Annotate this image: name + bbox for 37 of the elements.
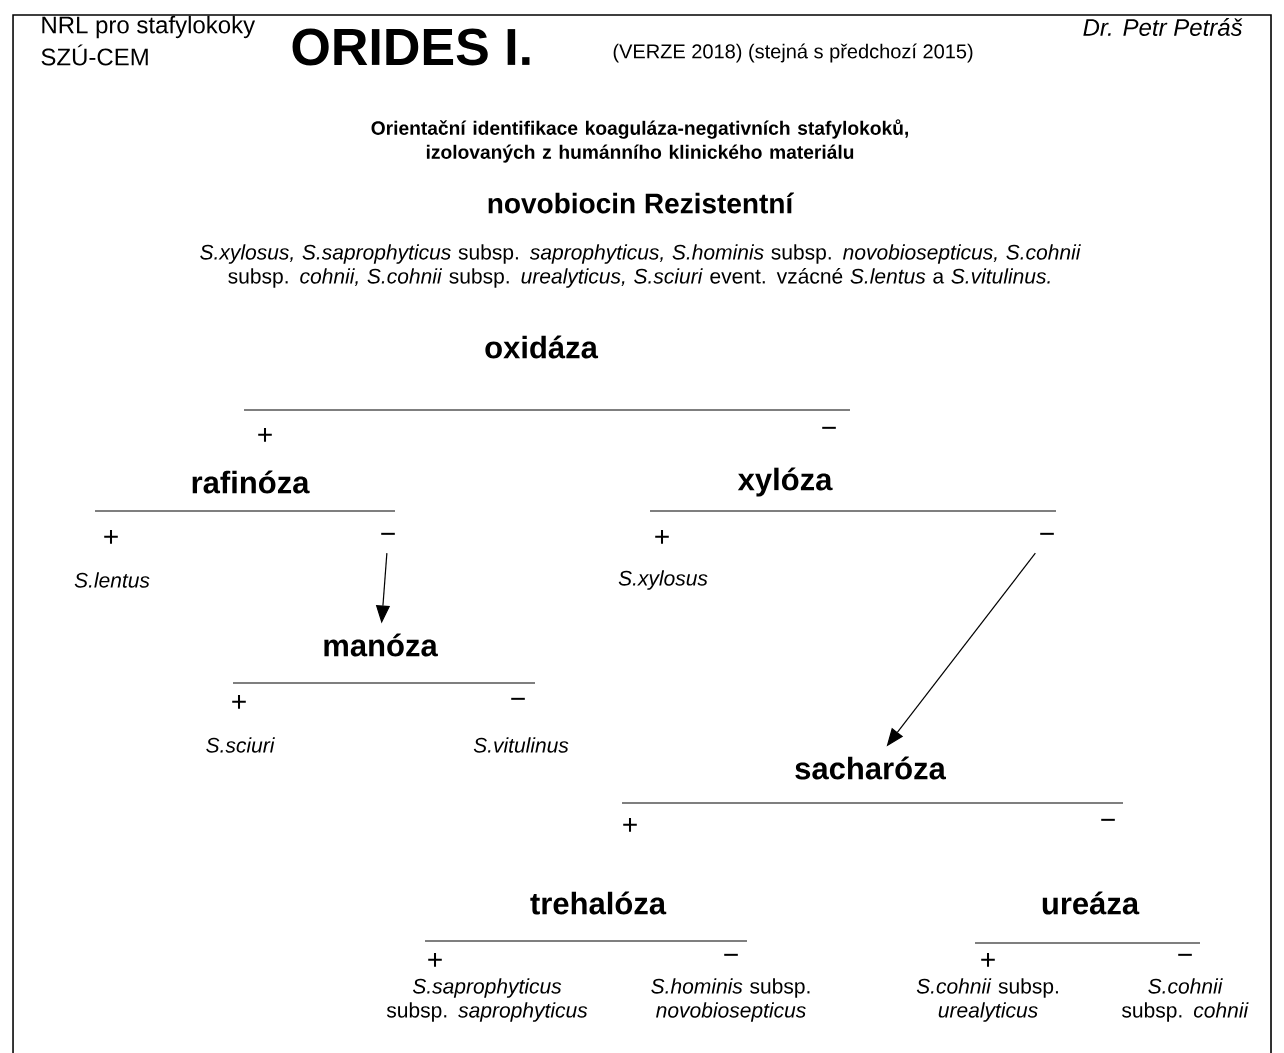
plus-sign: + <box>428 952 442 967</box>
author-name: Dr. Petr Petráš <box>1083 18 1243 36</box>
plus-sign: + <box>232 694 246 709</box>
test-name: xylóza <box>737 467 833 497</box>
test-name: ureáza <box>1042 891 1140 915</box>
test-name: oxidáza <box>485 335 599 359</box>
version-note: (VERZE 2018) (stejná s předchozí 2015) <box>613 43 973 63</box>
plus-sign: + <box>104 529 118 544</box>
minus-sign: − <box>511 697 525 700</box>
header-text: NRL pro stafylokoky <box>42 15 256 39</box>
plus-sign: + <box>655 529 669 544</box>
plus-sign: + <box>258 427 272 442</box>
plus-sign: + <box>623 817 637 832</box>
minus-sign: − <box>1178 953 1192 956</box>
species-list: S.xylosus, S.saprophyticus subsp. saprophyticus, S.hominis subsp. novobiosepticus, S.cohnii subsp. cohnii, S.cohnii subsp. urealyticus, S.sciuri event. vzácné S.lentus a S.vitulinus. <box>200 244 1081 288</box>
subtitle: Orientační identifikace koaguláza-negativních stafylokoků, izolovaných z humánního klinického materiálu <box>371 119 908 163</box>
species-name: S.hominis subsp. novobiosepticus <box>651 978 810 1022</box>
species-name: S.vitulinus <box>473 737 569 753</box>
species-name: S.cohnii subsp. cohnii <box>1122 978 1249 1022</box>
minus-sign: − <box>822 426 836 429</box>
test-name: sacharóza <box>795 756 946 780</box>
title: ORIDES I. <box>292 28 530 66</box>
species-name: S.xylosus <box>618 570 708 590</box>
species-name: S.lentus <box>74 572 150 588</box>
minus-sign: − <box>724 953 738 956</box>
test-name: rafinóza <box>192 470 310 494</box>
minus-sign: − <box>1101 818 1115 821</box>
heading: novobiocin Rezistentní <box>488 192 794 214</box>
header-text: SZÚ-CEM <box>41 44 148 66</box>
species-name: S.saprophyticus subsp. saprophyticus <box>386 978 588 1022</box>
test-name: manóza <box>324 633 438 657</box>
plus-sign: + <box>981 952 995 967</box>
minus-sign: − <box>1040 532 1054 535</box>
test-name: trehalóza <box>530 891 667 915</box>
species-name: S.sciuri <box>206 737 275 753</box>
species-name: S.cohnii subsp. urealyticus <box>916 978 1058 1022</box>
minus-sign: − <box>381 532 395 535</box>
